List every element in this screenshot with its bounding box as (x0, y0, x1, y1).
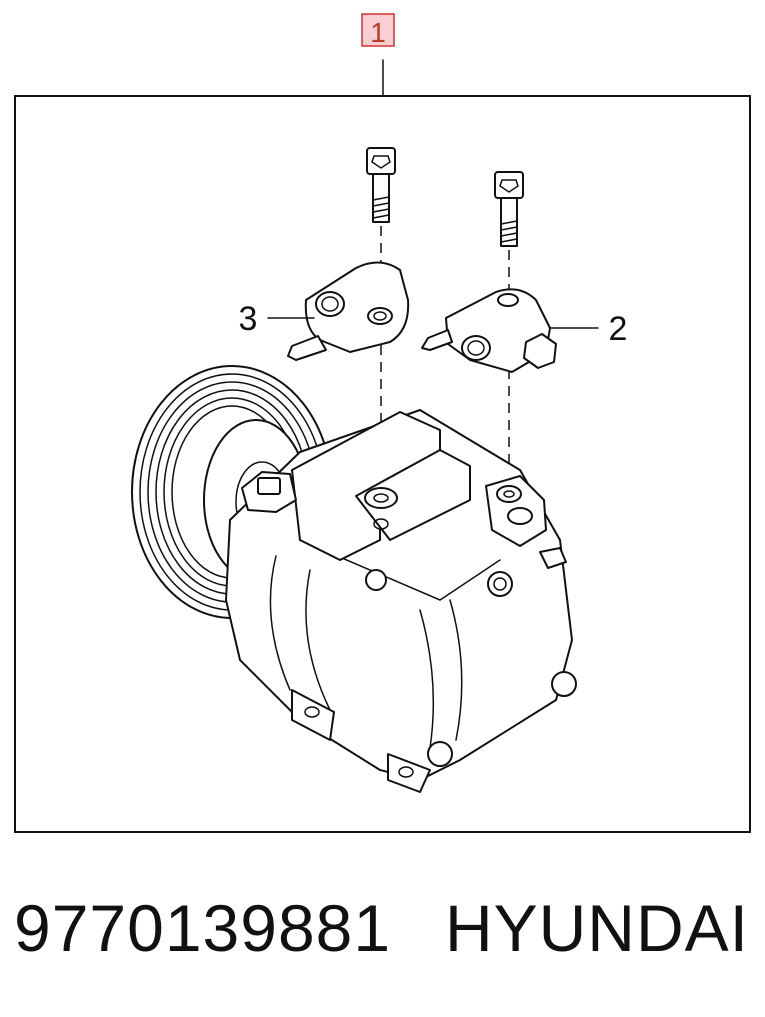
exploded-parts-diagram: 1 3 (14, 13, 751, 833)
diagram-frame (14, 95, 751, 833)
fitting-left (287, 261, 410, 361)
fitting-right (421, 288, 557, 373)
callout-2-label: 2 (609, 310, 628, 348)
callout-3-label: 3 (239, 300, 258, 338)
part-number: 9770139881 (14, 891, 392, 965)
bolt-left (366, 147, 396, 223)
ac-compressor (131, 365, 577, 793)
callout-1-highlight (361, 13, 395, 47)
bolt-right (494, 171, 524, 247)
callout-2[interactable]: 2 (549, 310, 628, 348)
caption: 9770139881 HYUNDAI (0, 890, 765, 990)
callout-1[interactable]: 1 (361, 13, 395, 48)
callout-1-label: 1 (370, 17, 386, 48)
callout-3[interactable]: 3 (239, 300, 315, 338)
brand-name: HYUNDAI (444, 891, 749, 965)
